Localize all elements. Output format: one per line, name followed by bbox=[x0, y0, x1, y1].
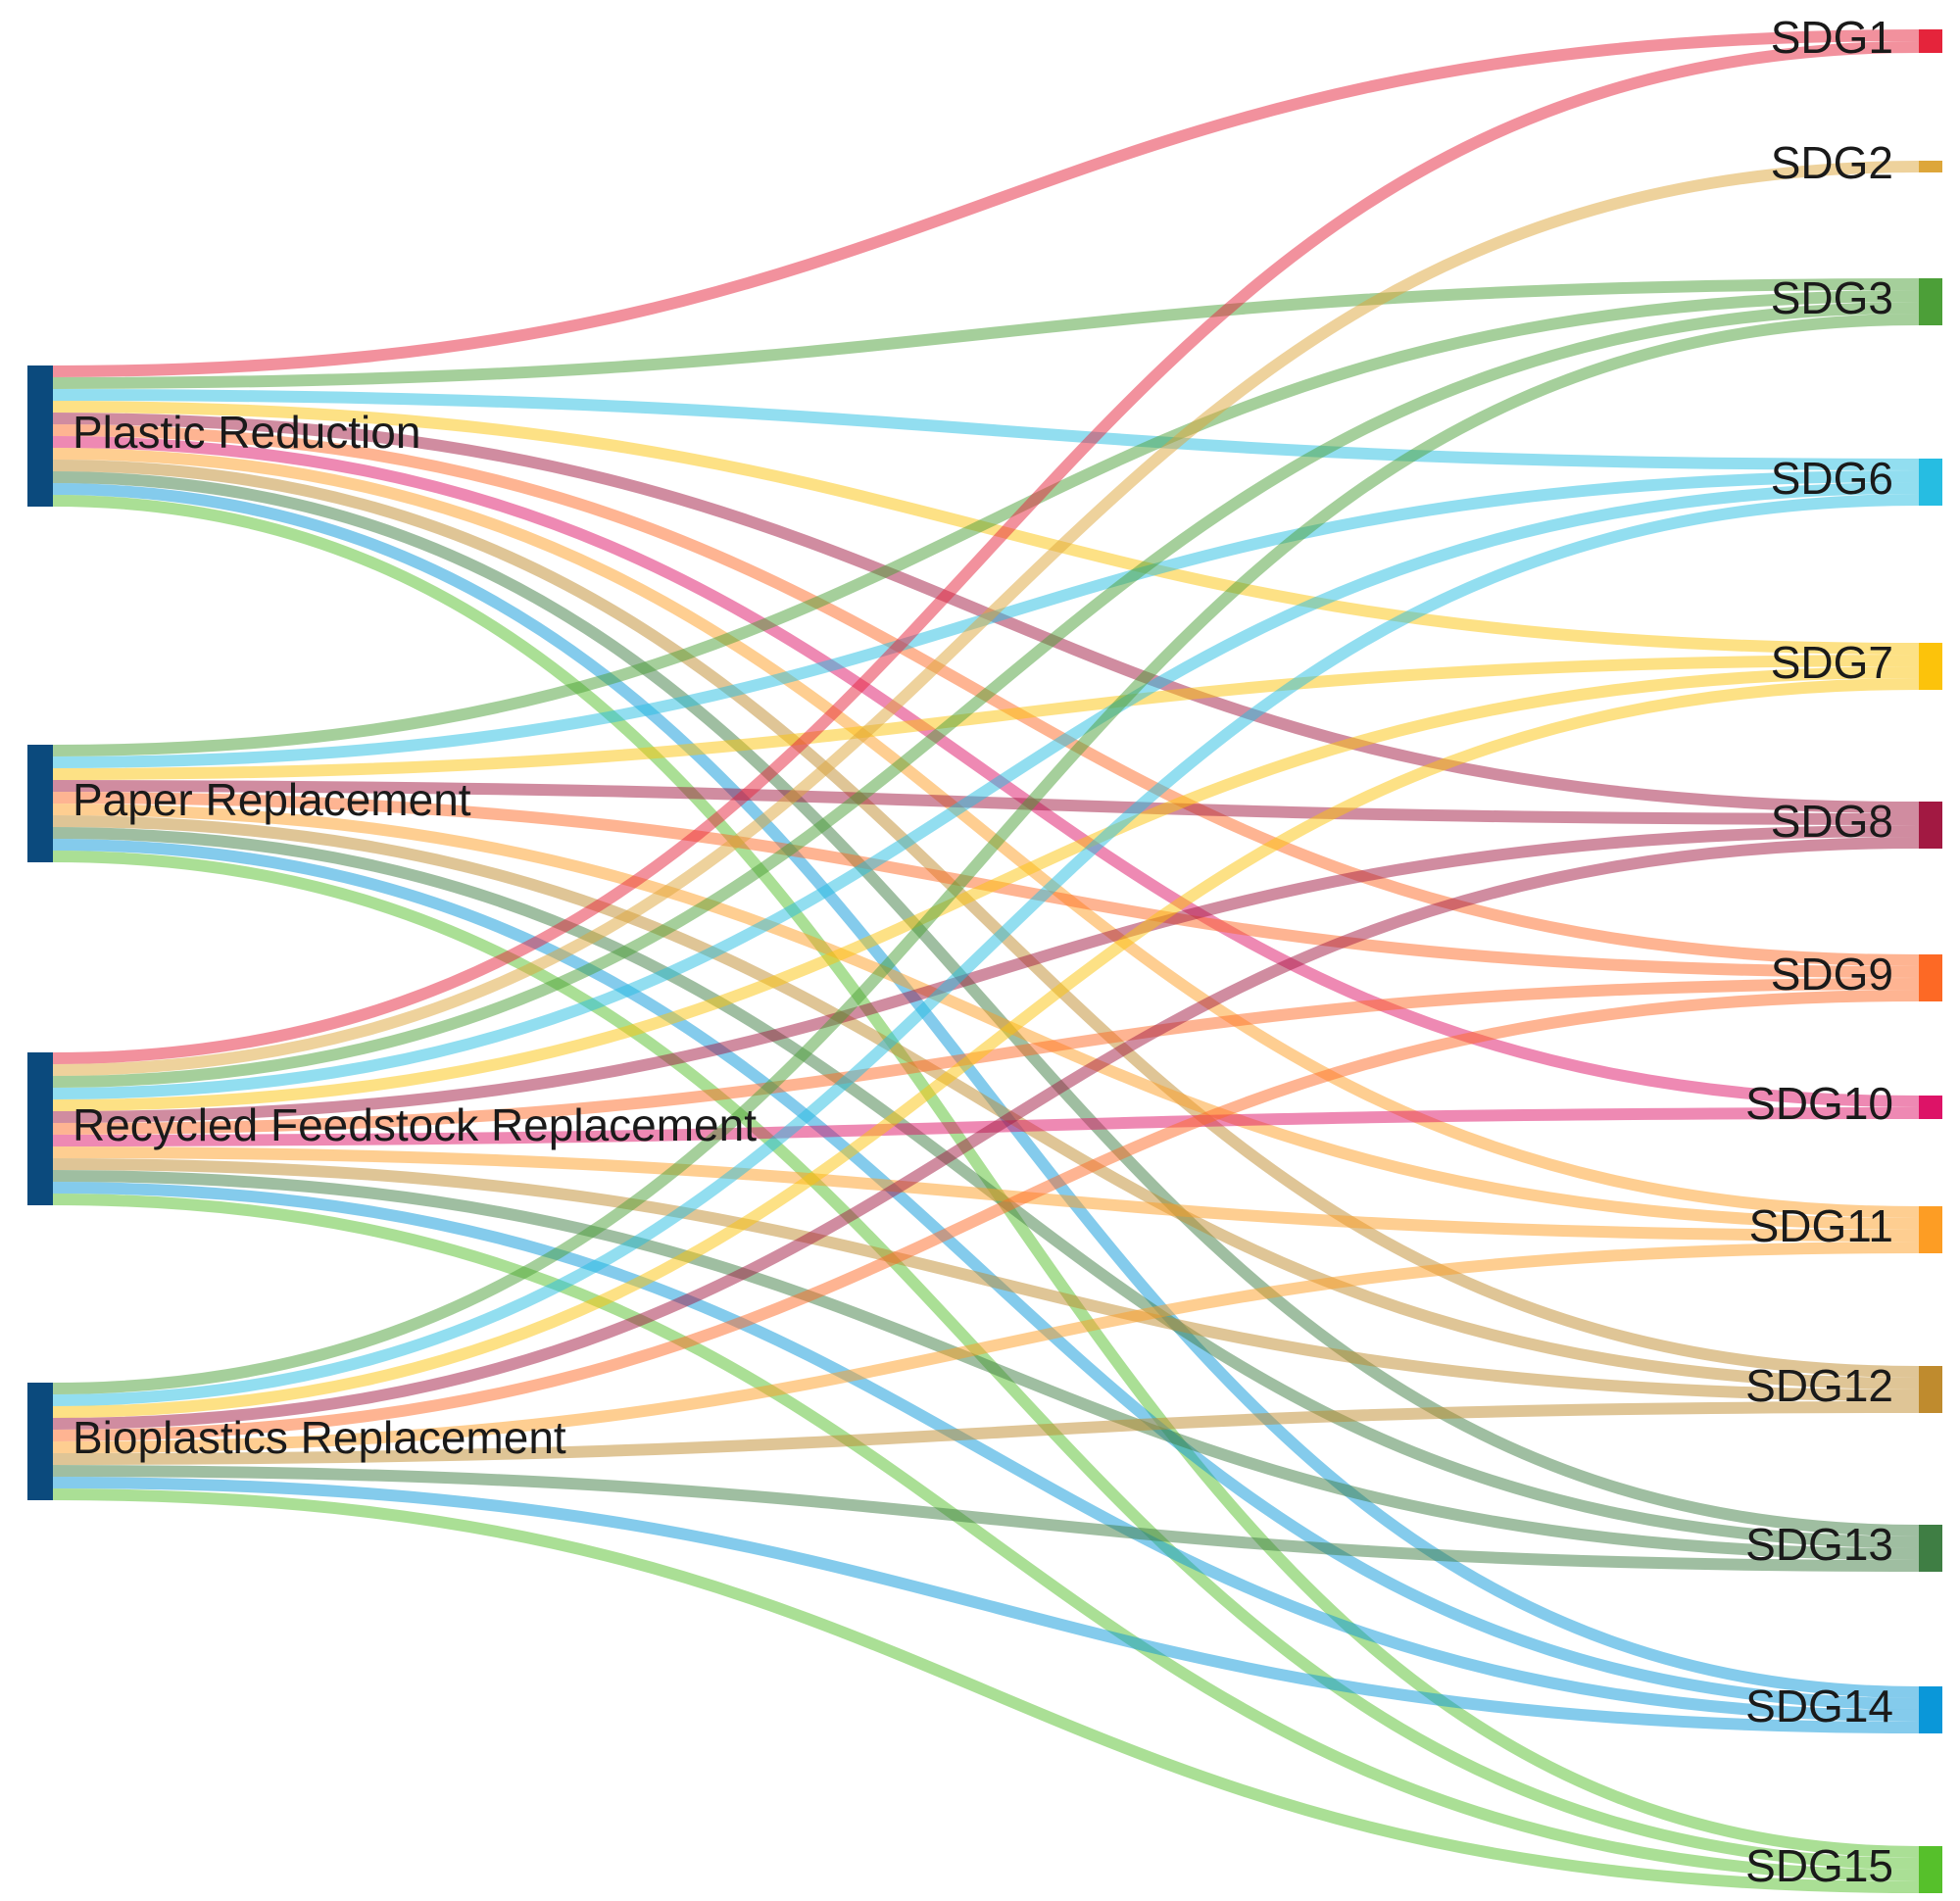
link-bioplastics-SDG8 bbox=[52, 837, 1920, 1430]
link-paper-SDG8 bbox=[52, 780, 1920, 825]
link-recycled-SDG1 bbox=[52, 41, 1920, 1064]
target-label-SDG6: SDG6 bbox=[1771, 453, 1893, 504]
link-recycled-SDG2 bbox=[52, 161, 1920, 1076]
link-recycled-SDG12 bbox=[52, 1158, 1920, 1401]
link-paper-SDG7 bbox=[52, 655, 1920, 780]
link-recycled-SDG11 bbox=[52, 1146, 1920, 1242]
link-bioplastics-SDG9 bbox=[52, 990, 1920, 1441]
target-label-SDG15: SDG15 bbox=[1745, 1840, 1893, 1891]
link-plastic-SDG15 bbox=[52, 495, 1920, 1858]
source-label-recycled: Recycled Feedstock Replacement bbox=[73, 1099, 757, 1150]
link-recycled-SDG14 bbox=[52, 1182, 1920, 1722]
source-label-plastic: Plastic Reduction bbox=[73, 407, 420, 458]
link-layer bbox=[52, 29, 1920, 1893]
node-layer bbox=[27, 29, 1942, 1893]
link-bioplastics-SDG12 bbox=[52, 1401, 1920, 1465]
link-plastic-SDG13 bbox=[52, 471, 1920, 1536]
target-node-SDG8 bbox=[1919, 802, 1942, 849]
source-label-bioplastics: Bioplastics Replacement bbox=[73, 1412, 566, 1463]
target-node-SDG13 bbox=[1919, 1525, 1942, 1572]
target-label-SDG10: SDG10 bbox=[1745, 1078, 1893, 1129]
target-node-SDG6 bbox=[1919, 459, 1942, 506]
target-label-SDG14: SDG14 bbox=[1745, 1681, 1893, 1731]
link-bioplastics-SDG11 bbox=[52, 1242, 1920, 1453]
source-node-bioplastics bbox=[27, 1383, 53, 1500]
target-node-SDG15 bbox=[1919, 1846, 1942, 1893]
link-recycled-SDG13 bbox=[52, 1170, 1920, 1560]
link-bioplastics-SDG3 bbox=[52, 314, 1920, 1394]
link-plastic-SDG1 bbox=[52, 29, 1920, 377]
target-node-SDG1 bbox=[1919, 29, 1942, 53]
link-recycled-SDG8 bbox=[52, 825, 1920, 1123]
target-label-SDG11: SDG11 bbox=[1749, 1200, 1893, 1251]
link-bioplastics-SDG14 bbox=[52, 1477, 1920, 1733]
target-label-SDG9: SDG9 bbox=[1771, 949, 1893, 999]
target-node-SDG7 bbox=[1919, 643, 1942, 690]
target-node-SDG11 bbox=[1919, 1206, 1942, 1253]
target-label-SDG13: SDG13 bbox=[1745, 1519, 1893, 1570]
link-paper-SDG3 bbox=[52, 290, 1920, 756]
link-recycled-SDG3 bbox=[52, 302, 1920, 1088]
link-plastic-SDG11 bbox=[52, 448, 1920, 1218]
target-node-SDG14 bbox=[1919, 1686, 1942, 1733]
link-bioplastics-SDG13 bbox=[52, 1465, 1920, 1572]
source-node-paper bbox=[27, 745, 53, 862]
target-label-SDG2: SDG2 bbox=[1771, 137, 1893, 188]
target-label-SDG1: SDG1 bbox=[1771, 12, 1893, 63]
link-paper-SDG11 bbox=[52, 804, 1920, 1230]
source-node-recycled bbox=[27, 1052, 53, 1205]
link-recycled-SDG9 bbox=[52, 978, 1920, 1135]
target-node-SDG2 bbox=[1919, 161, 1942, 172]
source-node-plastic bbox=[27, 366, 53, 507]
link-paper-SDG12 bbox=[52, 815, 1920, 1389]
link-paper-SDG13 bbox=[52, 827, 1920, 1548]
target-node-SDG10 bbox=[1919, 1096, 1942, 1119]
target-node-SDG12 bbox=[1919, 1366, 1942, 1413]
link-recycled-SDG7 bbox=[52, 666, 1920, 1111]
target-label-SDG3: SDG3 bbox=[1771, 272, 1893, 323]
link-recycled-SDG6 bbox=[52, 482, 1920, 1099]
source-label-paper: Paper Replacement bbox=[73, 774, 471, 825]
target-node-SDG3 bbox=[1919, 278, 1942, 325]
link-plastic-SDG10 bbox=[52, 436, 1920, 1107]
target-node-SDG9 bbox=[1919, 954, 1942, 1001]
link-plastic-SDG3 bbox=[52, 278, 1920, 389]
target-label-SDG7: SDG7 bbox=[1771, 637, 1893, 688]
link-plastic-SDG6 bbox=[52, 389, 1920, 470]
link-bioplastics-SDG15 bbox=[52, 1488, 1920, 1893]
link-bioplastics-SDG6 bbox=[52, 494, 1920, 1406]
link-bioplastics-SDG7 bbox=[52, 678, 1920, 1418]
link-plastic-SDG14 bbox=[52, 483, 1920, 1698]
link-recycled-SDG15 bbox=[52, 1194, 1920, 1881]
link-plastic-SDG12 bbox=[52, 460, 1920, 1378]
target-label-SDG12: SDG12 bbox=[1745, 1360, 1893, 1411]
target-label-SDG8: SDG8 bbox=[1771, 796, 1893, 847]
